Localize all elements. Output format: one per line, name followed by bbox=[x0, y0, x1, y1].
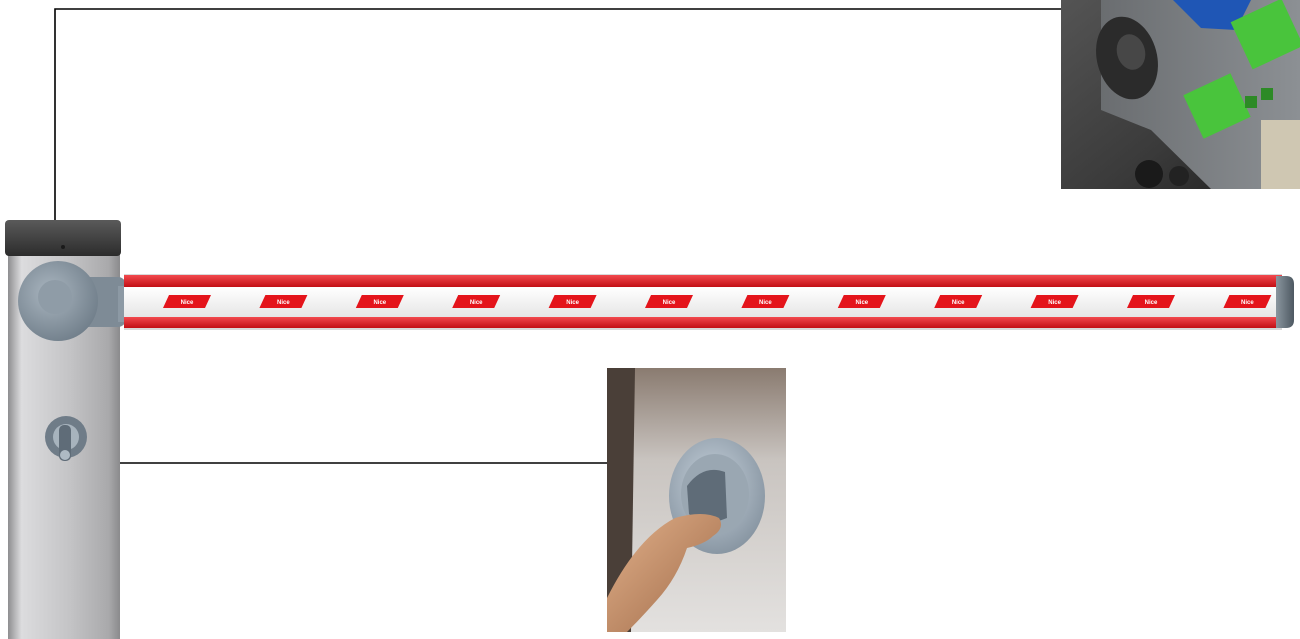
beam-brand-tag: Nice bbox=[1127, 295, 1175, 308]
control-unit-callout-line bbox=[55, 9, 1062, 222]
beam-brand-label: Nice bbox=[566, 300, 579, 306]
beam-brand-tag: Nice bbox=[645, 295, 693, 308]
beam-brand-tag: Nice bbox=[1223, 295, 1271, 308]
beam-brand-label: Nice bbox=[759, 300, 772, 306]
beam-brand-tag: Nice bbox=[838, 295, 886, 308]
beam-brand-label: Nice bbox=[181, 300, 194, 306]
post-cap bbox=[5, 220, 121, 256]
beam-brand-tag: Nice bbox=[741, 295, 789, 308]
barrier-beam: Nice Nice Nice Nice Nice Nice Nice Nice Nice Nice… bbox=[118, 272, 1298, 332]
beam-brand-label: Nice bbox=[373, 300, 386, 306]
beam-brand-label: Nice bbox=[470, 300, 483, 306]
beam-brand-label: Nice bbox=[855, 300, 868, 306]
beam-brand-tag: Nice bbox=[163, 295, 211, 308]
beam-brand-label: Nice bbox=[1241, 300, 1254, 306]
control-unit-photo bbox=[1061, 0, 1300, 189]
barrier-post bbox=[0, 215, 130, 639]
beam-brand-label: Nice bbox=[1145, 300, 1158, 306]
beam-brand-label: Nice bbox=[277, 300, 290, 306]
beam-brand-label: Nice bbox=[1048, 300, 1061, 306]
beam-brand-tag: Nice bbox=[356, 295, 404, 308]
beam-brand-tag: Nice bbox=[452, 295, 500, 308]
beam-brand-label: Nice bbox=[663, 300, 676, 306]
beam-brand-tag: Nice bbox=[1031, 295, 1079, 308]
beam-brand-label: Nice bbox=[952, 300, 965, 306]
beam-end-cap bbox=[1276, 276, 1294, 328]
beam-brand-tag: Nice bbox=[934, 295, 982, 308]
beam-brand-tag: Nice bbox=[549, 295, 597, 308]
beam-brand-tag: Nice bbox=[259, 295, 307, 308]
manual-release-photo bbox=[607, 368, 786, 632]
